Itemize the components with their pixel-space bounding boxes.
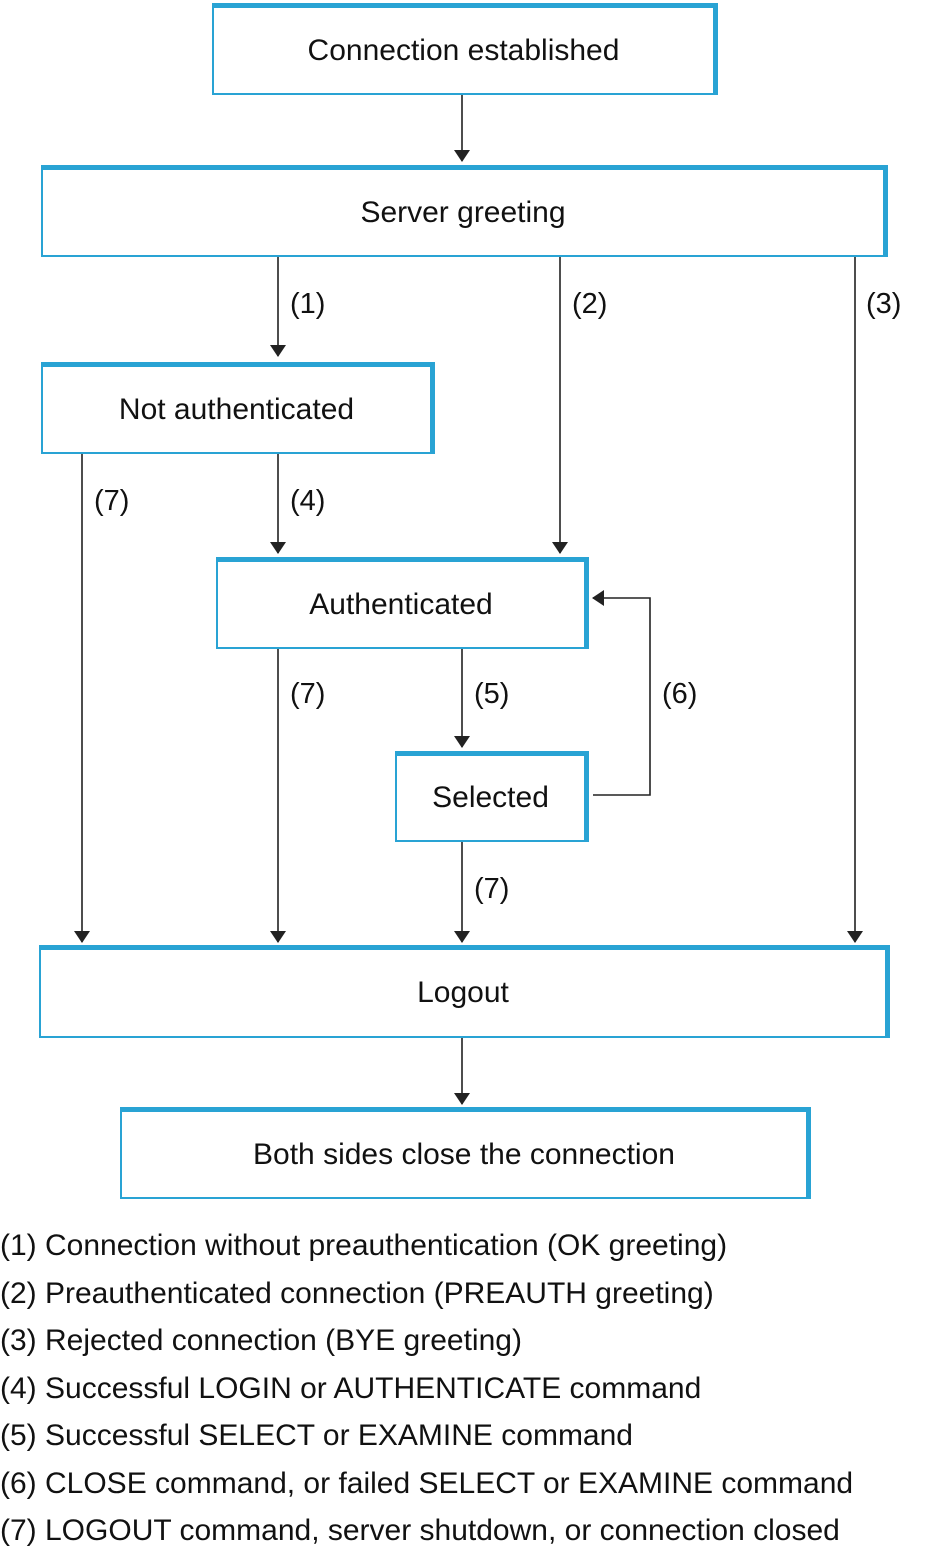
- edge-label-2: (2): [572, 288, 607, 320]
- edge-label-7-auth: (7): [290, 678, 325, 710]
- arrow-selected-to-auth: [592, 590, 651, 796]
- legend-item-6: (6) CLOSE command, or failed SELECT or E…: [0, 1466, 854, 1500]
- legend-item-3: (3) Rejected connection (BYE greeting): [0, 1324, 522, 1357]
- state-label: Connection established: [307, 33, 620, 67]
- legend-item-5: (5) Successful SELECT or EXAMINE command: [0, 1419, 633, 1452]
- edge-label-1: (1): [290, 288, 325, 320]
- legend-item-7: (7) LOGOUT command, server shutdown, or …: [0, 1514, 840, 1547]
- legend-item-1: (1) Connection without preauthentication…: [0, 1229, 728, 1262]
- edge-label-4: (4): [290, 485, 325, 517]
- state-label: Server greeting: [360, 195, 566, 229]
- edge-label-6: (6): [662, 678, 697, 710]
- state-label: Logout: [417, 976, 509, 1009]
- legend-item-2: (2) Preauthenticated connection (PREAUTH…: [0, 1276, 714, 1310]
- state-selected: Selected: [395, 751, 589, 842]
- edge-label-7-not-auth: (7): [94, 485, 129, 517]
- edge-label-5: (5): [474, 678, 509, 710]
- state-diagram-arrows: (1) (2) (3) (7) (4) (7) (5) (6) (7): [74, 95, 901, 1105]
- state-label: Not authenticated: [118, 392, 355, 426]
- legend: (1) Connection without preauthentication…: [0, 1222, 853, 1555]
- state-label: Authenticated: [309, 587, 493, 621]
- state-label: Selected: [432, 781, 549, 814]
- edge-label-7-selected: (7): [474, 873, 509, 905]
- state-logout: Logout: [39, 945, 890, 1038]
- legend-item-4: (4) Successful LOGIN or AUTHENTICATE com…: [0, 1371, 702, 1405]
- state-server-greeting: Server greeting: [41, 165, 888, 257]
- state-close-connection: Both sides close the connection: [120, 1107, 811, 1199]
- edge-label-3: (3): [866, 288, 901, 320]
- state-authenticated: Authenticated: [216, 557, 589, 649]
- state-label: Both sides close the connection: [253, 1137, 675, 1171]
- state-connection-established: Connection established: [212, 3, 718, 95]
- state-not-authenticated: Not authenticated: [41, 362, 435, 454]
